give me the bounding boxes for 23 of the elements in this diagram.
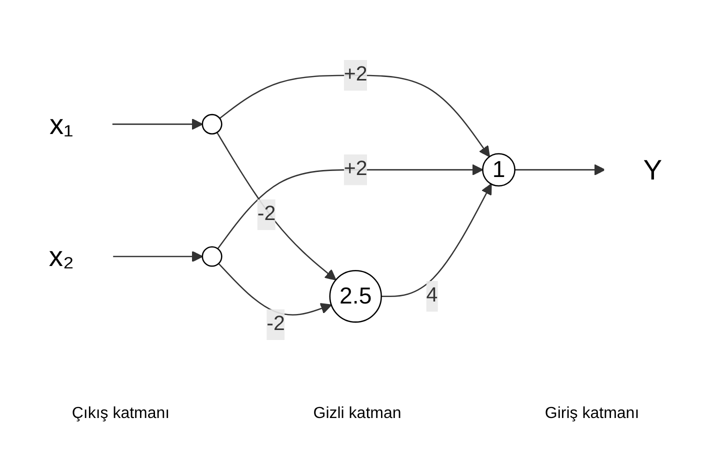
arrow bbox=[217, 164, 484, 250]
edge-label: +2 bbox=[344, 158, 368, 180]
node-circle: 2.5 bbox=[329, 270, 382, 323]
arrow bbox=[216, 132, 336, 280]
edge-label: -2 bbox=[257, 203, 276, 226]
node-circle: 1 bbox=[482, 153, 516, 187]
node-circle bbox=[202, 114, 222, 134]
node-text: Y bbox=[643, 154, 662, 186]
layer-label: Çıkış katmanı bbox=[72, 405, 170, 423]
layer-label: Giriş katmanı bbox=[544, 405, 640, 423]
edge-label: 4 bbox=[426, 284, 438, 307]
arrow bbox=[112, 118, 203, 130]
edge-label: -2 bbox=[266, 313, 285, 335]
arrow bbox=[218, 263, 332, 316]
arrow bbox=[112, 250, 203, 262]
arrow bbox=[219, 74, 490, 158]
layer-label: Gizli katman bbox=[313, 405, 402, 423]
node-text: x₁ bbox=[50, 108, 74, 140]
edge-label: +2 bbox=[344, 64, 368, 86]
node-text: x₂ bbox=[48, 240, 74, 273]
arrow bbox=[381, 184, 492, 297]
arrow bbox=[514, 164, 606, 176]
node-circle bbox=[202, 246, 222, 267]
